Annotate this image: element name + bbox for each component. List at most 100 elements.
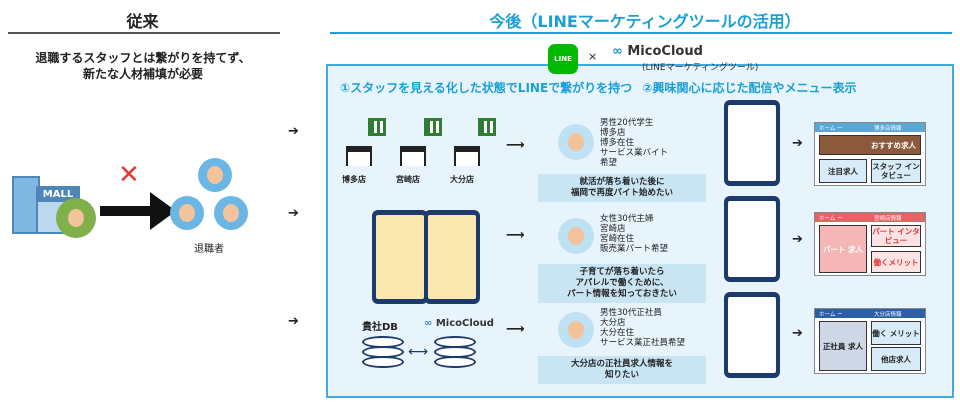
arrow-to-person2-icon: ⟶	[506, 228, 525, 243]
arrow-row2-icon: ➔	[288, 206, 299, 221]
micocloud-logo-text: MicoCloud	[627, 44, 703, 59]
store-label-hakata: 博多店	[342, 175, 366, 184]
arrow-row1-icon: ➔	[288, 124, 299, 139]
menu-tile-featured[interactable]: 注目求人	[819, 159, 867, 183]
arrow-to-menu3-icon: ➔	[792, 326, 803, 341]
left-description-line2: 新たな人材補填が必要	[82, 67, 203, 81]
menu-tile-part-jobs[interactable]: パート 求人	[819, 225, 867, 273]
menu-home-tab[interactable]: ホーム ー	[819, 125, 843, 132]
arrow-to-menu1-icon: ➔	[792, 136, 803, 151]
person2-info-line: 女性30代主婦	[600, 214, 654, 224]
person3-avatar	[558, 312, 594, 348]
person1-info-line: 博多在住	[600, 138, 635, 148]
header-left-underline	[8, 32, 280, 34]
menu-tile-work-merit[interactable]: 働く メリット	[871, 321, 921, 345]
person1-info-line: サービス業バイト	[600, 148, 669, 158]
arrow-row3-icon: ➔	[288, 314, 299, 329]
phone-line-chat-2	[424, 210, 480, 304]
database-icon	[362, 336, 404, 368]
arrow-to-person3-icon: ⟶	[506, 322, 525, 337]
person3-info-line: サービス業正社員希望	[600, 338, 686, 348]
header-right-underline	[330, 32, 952, 34]
person1-avatar	[558, 124, 594, 160]
store-icon	[346, 146, 372, 166]
person2-info-line: 宮崎在住	[600, 234, 635, 244]
micocloud-logo-icon: ∞	[612, 44, 623, 59]
feature-captions: ①スタッフを見える化した状態でLINEで繋がりを持つ ②興味関心に応じた配信やメ…	[340, 79, 940, 96]
retiree-avatar-female	[198, 158, 232, 192]
menu-tile-other-stores[interactable]: 他店求人	[871, 347, 921, 371]
micocloud-small-icon: ∞	[424, 318, 433, 329]
qr-code-icon	[368, 118, 386, 136]
rich-menu-oita: ホーム ー 大分店情報 正社員 求人 働く メリット 他店求人	[814, 308, 926, 374]
menu-store-info-tab[interactable]: 宮崎店情報	[874, 215, 902, 222]
qr-code-icon	[478, 118, 496, 136]
left-description-line1: 退職するスタッフとは繋がりを持てず、	[35, 51, 251, 65]
qr-code-icon	[424, 118, 442, 136]
menu-home-tab[interactable]: ホーム ー	[819, 215, 843, 222]
staff-avatar	[56, 198, 96, 238]
line-logo: LINE	[548, 44, 578, 74]
person1-info-line: 希望	[600, 158, 618, 168]
menu-home-tab[interactable]: ホーム ー	[819, 311, 843, 318]
menu-tile-part-interview[interactable]: パート インタビュー	[871, 225, 921, 247]
menu-tile-merit[interactable]: 働くメリット	[871, 251, 921, 273]
menu-store-info-tab[interactable]: 博多店情報	[874, 125, 902, 132]
menu-tile-recommended[interactable]: おすすめ求人	[819, 135, 921, 155]
phone-line-chat-1	[372, 210, 428, 304]
times-sign: ×	[588, 50, 598, 63]
menu-store-info-tab[interactable]: 大分店情報	[874, 311, 902, 318]
person3-quote-line: 大分店の正社員求人情報を	[570, 359, 673, 369]
store-icon	[454, 146, 480, 166]
person3-quote-line: 知りたい	[604, 370, 639, 380]
db-micocloud-text: MicoCloud	[435, 318, 494, 329]
arrow-to-person1-icon: ⟶	[506, 138, 525, 153]
rich-menu-header: ホーム ー 宮崎店情報	[815, 213, 925, 222]
person2-quote-line: パート情報を知っておきたい	[567, 289, 677, 299]
person2-info: 女性30代主婦 宮崎店 宮崎在住 販売業パート希望	[600, 214, 710, 254]
person3-info-line: 男性30代正社員	[600, 308, 662, 318]
menu-tile-fulltime-jobs[interactable]: 正社員 求人	[819, 321, 867, 371]
person3-info-line: 大分在住	[600, 328, 635, 338]
retiree-avatar-male-2	[214, 196, 248, 230]
big-arrow-shaft	[100, 206, 156, 216]
phone-richmenu-2	[724, 196, 780, 282]
feature-one: ①スタッフを見える化した状態でLINEで繋がりを持つ	[340, 81, 633, 95]
person1-info: 男性20代学生 博多店 博多在住 サービス業バイト 希望	[600, 118, 710, 168]
micocloud-logo: ∞ MicoCloud	[612, 44, 703, 59]
person2-quote-line: 子育てが落ち着いたら	[579, 267, 665, 277]
person3-info-line: 大分店	[600, 318, 626, 328]
database-icon	[434, 336, 476, 368]
retiree-avatar-male-1	[170, 196, 204, 230]
menu-tile-interview[interactable]: スタッフ インタビュー	[871, 159, 921, 183]
rich-menu-header: ホーム ー 博多店情報	[815, 123, 925, 132]
retiree-label: 退職者	[194, 244, 224, 255]
person1-info-line: 博多店	[600, 128, 626, 138]
sync-arrow-icon: ⟷	[408, 344, 429, 360]
store-label-miyazaki: 宮崎店	[396, 175, 420, 184]
header-conventional: 従来	[126, 12, 159, 31]
person2-quote-line: アパレルで働くために、	[575, 278, 669, 288]
person2-avatar	[558, 218, 594, 254]
header-future: 今後（LINEマーケティングツールの活用）	[489, 12, 801, 31]
person3-quote: 大分店の正社員求人情報を 知りたい	[538, 356, 706, 384]
left-description: 退職するスタッフとは繋がりを持てず、 新たな人材補填が必要	[8, 50, 278, 82]
person1-quote: 就活が落ち着いた後に 福岡で再度バイト始めたい	[538, 174, 706, 202]
feature-two: ②興味関心に応じた配信やメニュー表示	[642, 81, 857, 95]
person2-quote: 子育てが落ち着いたら アパレルで働くために、 パート情報を知っておきたい	[538, 264, 706, 303]
person1-quote-line: 就活が落ち着いた後に	[579, 177, 665, 187]
rich-menu-hakata: ホーム ー 博多店情報 おすすめ求人 注目求人 スタッフ インタビュー	[814, 122, 926, 186]
person1-info-line: 男性20代学生	[600, 118, 654, 128]
person3-info: 男性30代正社員 大分店 大分在住 サービス業正社員希望	[600, 308, 710, 348]
db-label: 貴社DB	[362, 322, 398, 333]
person2-info-line: 販売業パート希望	[600, 244, 669, 254]
arrow-to-menu2-icon: ➔	[792, 232, 803, 247]
rich-menu-miyazaki: ホーム ー 宮崎店情報 パート 求人 パート インタビュー 働くメリット	[814, 212, 926, 276]
person2-info-line: 宮崎店	[600, 224, 626, 234]
store-icon	[400, 146, 426, 166]
rich-menu-header: ホーム ー 大分店情報	[815, 309, 925, 318]
phone-richmenu-3	[724, 292, 780, 378]
micocloud-subtitle: (LINEマーケティングツール)	[642, 63, 759, 73]
store-label-oita: 大分店	[450, 175, 474, 184]
phone-richmenu-1	[724, 100, 780, 186]
